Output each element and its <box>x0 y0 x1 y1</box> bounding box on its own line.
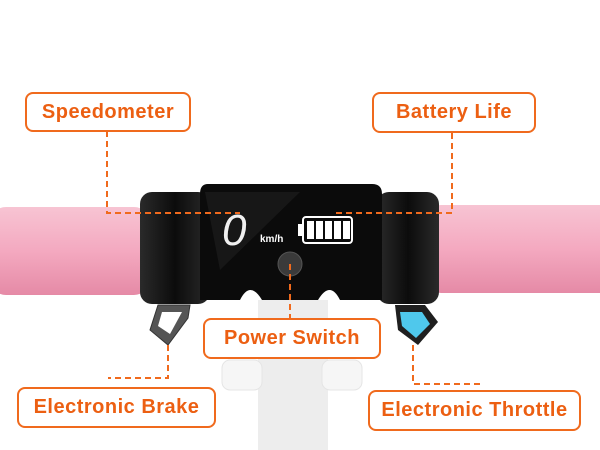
battery-bar <box>325 221 332 239</box>
electronic-brake-label: Electronic Brake <box>17 387 216 428</box>
right-clamp <box>377 192 439 304</box>
battery-icon <box>298 216 353 244</box>
speed-digit: 0 <box>222 206 247 255</box>
leader-lines <box>106 131 480 385</box>
electronic-throttle-label: Electronic Throttle <box>368 390 581 431</box>
battery-bar <box>334 221 341 239</box>
left-clamp <box>140 192 210 304</box>
battery-life-label: Battery Life <box>372 92 536 133</box>
right-grip <box>425 205 600 293</box>
left-grip <box>0 207 150 295</box>
speedometer-label: Speedometer <box>25 92 191 132</box>
power-switch-label: Power Switch <box>203 318 381 359</box>
battery-bar <box>307 221 314 239</box>
battery-bar <box>316 221 323 239</box>
speed-unit: km/h <box>260 234 283 245</box>
battery-bar <box>343 221 350 239</box>
